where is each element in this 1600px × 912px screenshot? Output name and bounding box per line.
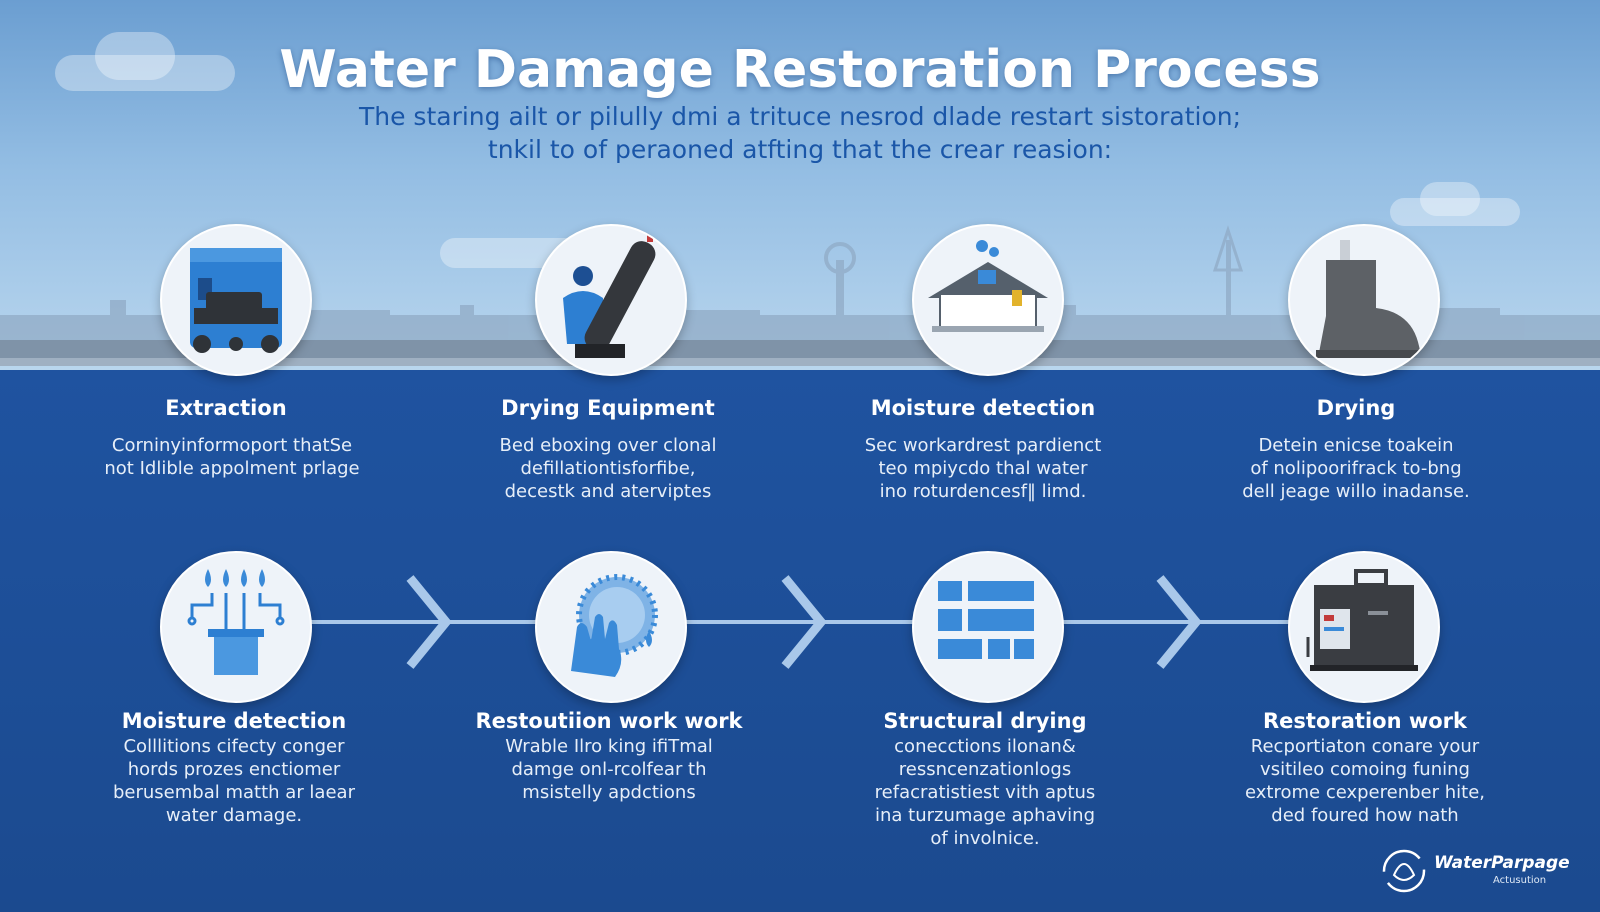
description-line: water damage. <box>165 805 303 826</box>
logo-name: WaterParpage <box>1434 853 1570 873</box>
moisture-sensor-icon <box>187 569 285 675</box>
description-line: of nolipoorifrack to-bng <box>1250 458 1462 479</box>
description-line: ressncenzationlogs <box>898 759 1072 780</box>
description-line: conecctions ilonan& <box>894 736 1076 757</box>
step-title: Drying Equipment <box>501 396 715 420</box>
step-title: Restoration work <box>1263 709 1467 733</box>
step-description: Colllitions cifecty conger hords prozes … <box>74 735 394 827</box>
house-moisture-icon <box>928 240 1048 332</box>
technician-with-drying-equipment-icon <box>563 226 659 358</box>
structural-panels-icon <box>938 581 1034 659</box>
flow-arrow-icon <box>781 575 827 669</box>
step-description: Detein enicse toakein of nolipoorifrack … <box>1196 434 1516 503</box>
step-description: Recportiaton conare your vsitileo comoin… <box>1205 735 1525 827</box>
description-line: damge onl-rcolfear th <box>511 759 707 780</box>
step-icon-circle <box>160 224 312 376</box>
description-line: Corninyinformoport thatSe <box>111 435 353 456</box>
description-line: Sec workardrest pardienct <box>864 435 1102 456</box>
step-icon-circle <box>535 551 687 703</box>
step-title: Extraction <box>165 396 287 420</box>
step-title: Moisture detection <box>121 709 347 733</box>
step-icon-circle <box>160 551 312 703</box>
page-subtitle: The staring ailt or pilully dmi a trituc… <box>200 100 1400 166</box>
description-line: vsitileo comoing funing <box>1260 759 1470 780</box>
description-line: not Idlible appolment prlage <box>104 458 360 479</box>
description-line: Recportiaton conare your <box>1250 736 1480 757</box>
description-line: ded foured how nath <box>1271 805 1459 826</box>
subtitle-line: tnkil to of peraoned atfting that the cr… <box>487 135 1113 164</box>
step-description: Wrable Ilro king ifiTmal damge onl-rcolf… <box>449 735 769 804</box>
description-line: ino roturdencesf‖ limd. <box>879 481 1087 502</box>
cloud-decoration <box>55 55 235 91</box>
cloud-decoration <box>1420 182 1480 216</box>
process-flow-arrows <box>300 575 1290 669</box>
step-description: conecctions ilonan& ressncenzationlogs r… <box>825 735 1145 850</box>
step-icon-circle <box>1288 551 1440 703</box>
description-line: refacratistiest vith aptus <box>874 782 1096 803</box>
description-line: decestk and aterviptes <box>504 481 712 502</box>
cloud-decoration <box>1390 198 1520 226</box>
description-line: extrome cexperenber hite, <box>1245 782 1485 803</box>
boot-icon <box>1316 240 1426 358</box>
step-title: Restoutiion work work <box>475 709 743 733</box>
step-title: Moisture detection <box>870 396 1096 420</box>
step-icon-circle <box>1288 224 1440 376</box>
description-line: ina turzumage aphaving <box>874 805 1096 826</box>
water-extractor-icon <box>190 248 282 353</box>
description-line: defillationtisforfibe, <box>520 458 696 479</box>
flow-arrow-icon <box>1156 575 1202 669</box>
description-line: Detein enicse toakein <box>1258 435 1454 456</box>
logo-tagline: Actusution <box>1493 875 1547 886</box>
step-title: Drying <box>1316 396 1396 420</box>
page-title: Water Damage Restoration Process <box>279 40 1321 100</box>
description-line: teo mpiycdo thal water <box>878 458 1088 479</box>
step-description: Sec workardrest pardienct teo mpiycdo th… <box>823 434 1143 503</box>
brand-logo: WaterParpage Actusution <box>1378 845 1578 901</box>
description-line: Colllitions cifecty conger <box>123 736 345 757</box>
description-line: dell jeage willo inadanse. <box>1242 481 1470 502</box>
description-line: msistelly apdctions <box>522 782 696 803</box>
step-description: Corninyinformoport thatSe not Idlible ap… <box>72 434 392 480</box>
step-description: Bed eboxing over clonal defillationtisfo… <box>448 434 768 503</box>
description-line: berusembal matth ar laear <box>113 782 355 803</box>
description-line: hords prozes enctiomer <box>127 759 341 780</box>
description-line: Wrable Ilro king ifiTmal <box>505 736 713 757</box>
step-icon-circle <box>535 224 687 376</box>
step-icon-circle <box>912 551 1064 703</box>
description-line: Bed eboxing over clonal <box>499 435 717 456</box>
restoration-machine-icon <box>1306 569 1418 671</box>
description-line: of involnice. <box>930 828 1040 849</box>
hand-globe-icon <box>571 574 658 677</box>
step-icon-circle <box>912 224 1064 376</box>
step-title: Structural drying <box>883 709 1087 733</box>
subtitle-line: The staring ailt or pilully dmi a trituc… <box>358 102 1242 131</box>
cloud-decoration <box>95 32 175 80</box>
logo-swirl-icon <box>1382 849 1426 893</box>
flow-arrow-icon <box>406 575 452 669</box>
